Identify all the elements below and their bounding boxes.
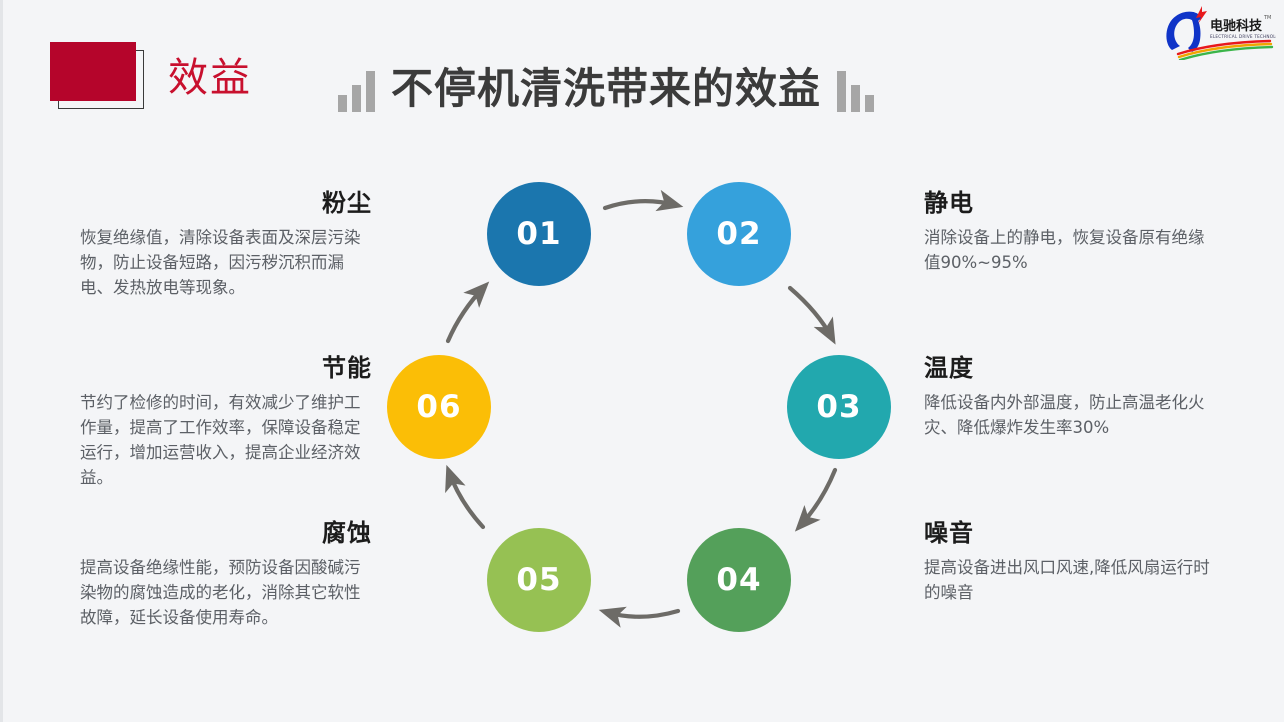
cycle-node-03[interactable]: 03 bbox=[787, 355, 891, 459]
kicker-label: 效益 bbox=[168, 55, 252, 101]
item-static: 静电 消除设备上的静电，恢复设备原有绝缘值90%~95% bbox=[924, 183, 1216, 275]
arrow-06-to-01 bbox=[445, 281, 490, 344]
cycle-node-06[interactable]: 06 bbox=[387, 355, 491, 459]
logo-en-name: ELECTRICAL DRIVE TECHNOLOGY bbox=[1210, 34, 1276, 39]
arrow-03-to-04 bbox=[794, 467, 838, 532]
item-dust: 粉尘 恢复绝缘值，清除设备表面及深层污染物，防止设备短路，因污秽沉积而漏电、发热… bbox=[80, 183, 372, 300]
arrow-01-to-02 bbox=[602, 189, 684, 212]
page-title: 不停机清洗带来的效益 bbox=[391, 64, 822, 113]
item-static-body: 消除设备上的静电，恢复设备原有绝缘值90%~95% bbox=[924, 228, 1205, 272]
cycle-node-01-label: 01 bbox=[516, 216, 562, 252]
cycle-node-01[interactable]: 01 bbox=[487, 182, 591, 286]
item-temperature-body: 降低设备内外部温度，防止高温老化火灾、降低爆炸发生率30% bbox=[924, 393, 1205, 437]
cycle-node-04-label: 04 bbox=[716, 562, 762, 598]
item-corrosion-heading: 腐蚀 bbox=[322, 519, 372, 547]
cycle-node-03-label: 03 bbox=[816, 389, 862, 425]
item-corrosion-body: 提高设备绝缘性能，预防设备因酸碱污染物的腐蚀造成的老化，消除其它软性故障，延长设… bbox=[80, 558, 361, 627]
item-noise-body: 提高设备进出风口风速,降低风扇运行时的噪音 bbox=[924, 558, 1210, 602]
item-energy: 节能 节约了检修的时间，有效减少了维护工作量，提高了工作效率，保障设备稳定运行，… bbox=[80, 348, 372, 490]
cycle-node-02-label: 02 bbox=[716, 216, 762, 252]
company-logo: 电驰科技 ELECTRICAL DRIVE TECHNOLOGY TM bbox=[1166, 6, 1276, 60]
kicker-red-block bbox=[50, 42, 136, 101]
arrow-05-to-06 bbox=[445, 464, 486, 530]
cycle-node-06-label: 06 bbox=[416, 389, 462, 425]
item-static-heading: 静电 bbox=[924, 189, 974, 217]
cycle-node-04[interactable]: 04 bbox=[687, 528, 791, 632]
left-edge-rule bbox=[0, 0, 3, 722]
bar-chart-descending-icon bbox=[837, 70, 875, 112]
item-energy-heading: 节能 bbox=[322, 354, 372, 382]
cycle-node-02[interactable]: 02 bbox=[687, 182, 791, 286]
bar-chart-ascending-icon bbox=[338, 70, 375, 112]
item-temperature-heading: 温度 bbox=[924, 354, 974, 382]
title-group: 不停机清洗带来的效益 bbox=[338, 64, 875, 113]
logo-cn-name: 电驰科技 bbox=[1210, 18, 1263, 34]
item-noise: 噪音 提高设备进出风口风速,降低风扇运行时的噪音 bbox=[924, 513, 1216, 605]
item-noise-heading: 噪音 bbox=[924, 519, 974, 547]
logo-trademark: TM bbox=[1263, 15, 1271, 21]
item-corrosion: 腐蚀 提高设备绝缘性能，预防设备因酸碱污染物的腐蚀造成的老化，消除其它软性故障，… bbox=[80, 513, 372, 630]
item-dust-body: 恢复绝缘值，清除设备表面及深层污染物，防止设备短路，因污秽沉积而漏电、发热放电等… bbox=[80, 228, 361, 297]
arrow-04-to-05 bbox=[598, 606, 681, 628]
cycle-node-05-label: 05 bbox=[516, 562, 562, 598]
cycle-node-05[interactable]: 05 bbox=[487, 528, 591, 632]
item-energy-body: 节约了检修的时间，有效减少了维护工作量，提高了工作效率，保障设备稳定运行，增加运… bbox=[80, 393, 361, 487]
item-dust-heading: 粉尘 bbox=[322, 189, 372, 217]
item-temperature: 温度 降低设备内外部温度，防止高温老化火灾、降低爆炸发生率30% bbox=[924, 348, 1216, 440]
arrow-02-to-03 bbox=[787, 285, 836, 345]
